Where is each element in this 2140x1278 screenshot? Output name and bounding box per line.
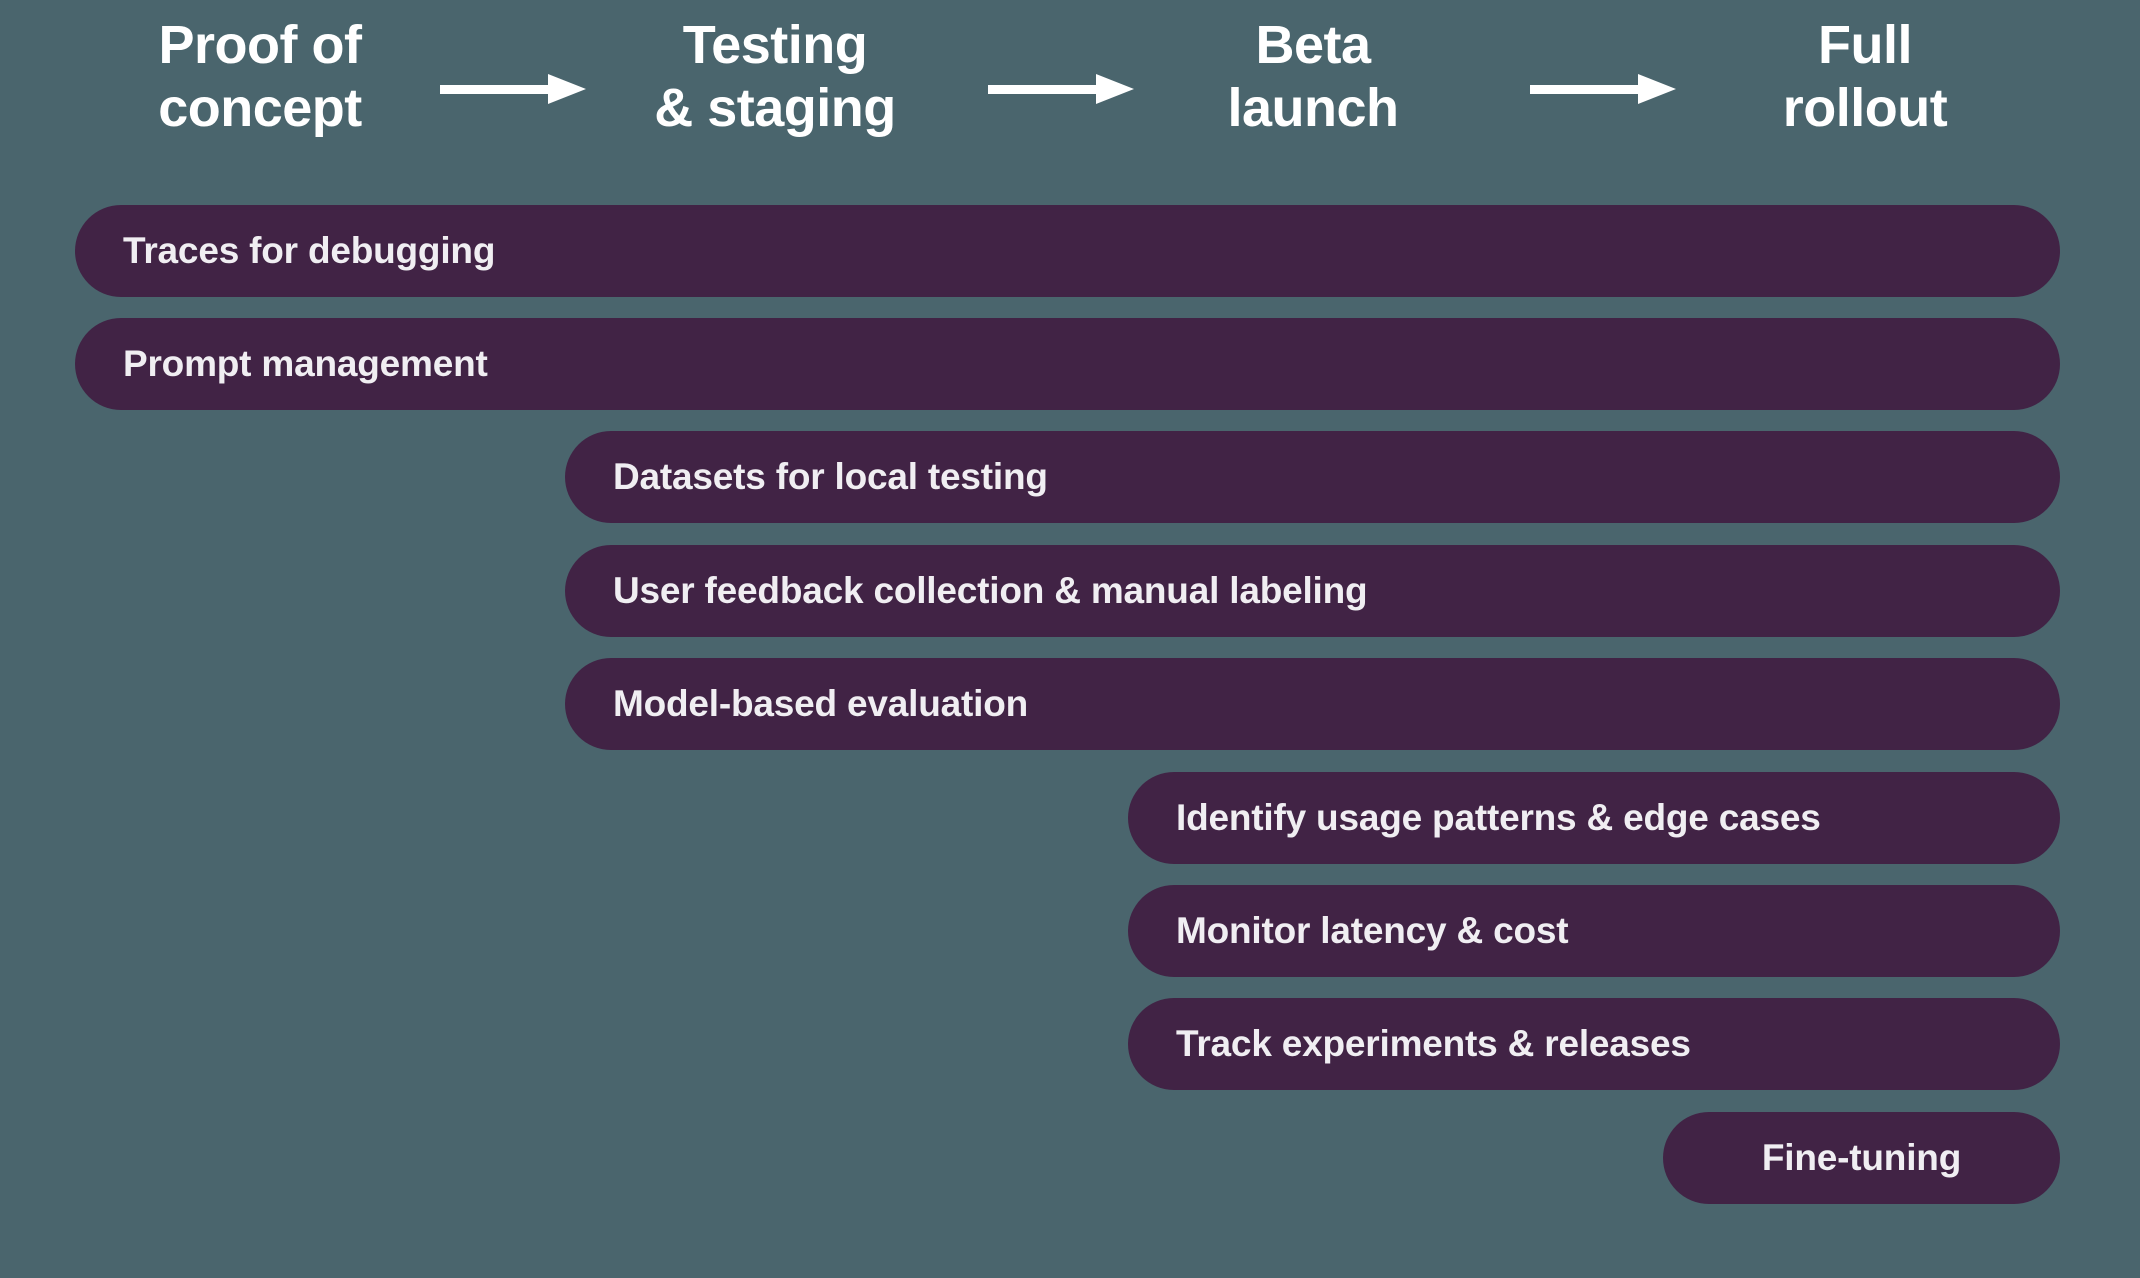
stage-label-line2: concept: [158, 77, 362, 138]
pill-prompt-management[interactable]: Prompt management: [75, 318, 2060, 410]
stage-label-line1: Testing: [682, 15, 868, 75]
arrow-shaft: [1530, 85, 1648, 94]
arrow-poc-to-testing-icon: [440, 74, 586, 104]
arrow-shaft: [440, 85, 558, 94]
pill-user-feedback-collection[interactable]: User feedback collection & manual labeli…: [565, 545, 2060, 637]
arrow-shaft: [988, 85, 1106, 94]
pill-label: User feedback collection & manual labeli…: [613, 570, 1368, 611]
arrow-head: [1638, 74, 1676, 104]
pill-model-based-evaluation[interactable]: Model-based evaluation: [565, 658, 2060, 750]
pill-label: Model-based evaluation: [613, 683, 1029, 724]
pill-track-experiments-and-releases[interactable]: Track experiments & releases: [1128, 998, 2060, 1090]
pill-label: Track experiments & releases: [1176, 1023, 1691, 1064]
stage-label-testing-and-staging: Testing& staging: [600, 14, 950, 139]
arrow-head: [1096, 74, 1134, 104]
pill-identify-usage-patterns[interactable]: Identify usage patterns & edge cases: [1128, 772, 2060, 864]
stage-label-line1: Beta: [1255, 15, 1371, 75]
pill-datasets-for-local-testing[interactable]: Datasets for local testing: [565, 431, 2060, 523]
stage-label-line1: Proof of: [158, 15, 362, 75]
stage-label-line2: & staging: [654, 77, 896, 138]
stage-label-line2: launch: [1227, 77, 1399, 138]
pill-fine-tuning[interactable]: Fine-tuning: [1663, 1112, 2060, 1204]
pill-label: Traces for debugging: [123, 230, 496, 271]
pill-label: Datasets for local testing: [613, 456, 1048, 497]
arrow-head: [548, 74, 586, 104]
pill-label: Identify usage patterns & edge cases: [1176, 797, 1821, 838]
pill-label: Prompt management: [123, 343, 488, 384]
pill-traces-for-debugging[interactable]: Traces for debugging: [75, 205, 2060, 297]
pill-monitor-latency-and-cost[interactable]: Monitor latency & cost: [1128, 885, 2060, 977]
pill-label: Monitor latency & cost: [1176, 910, 1569, 951]
stage-label-line2: rollout: [1782, 77, 1948, 138]
arrow-beta-to-rollout-icon: [1530, 74, 1676, 104]
pill-label: Fine-tuning: [1761, 1137, 1962, 1178]
arrow-testing-to-beta-icon: [988, 74, 1134, 104]
stage-label-line1: Full: [1818, 15, 1912, 75]
